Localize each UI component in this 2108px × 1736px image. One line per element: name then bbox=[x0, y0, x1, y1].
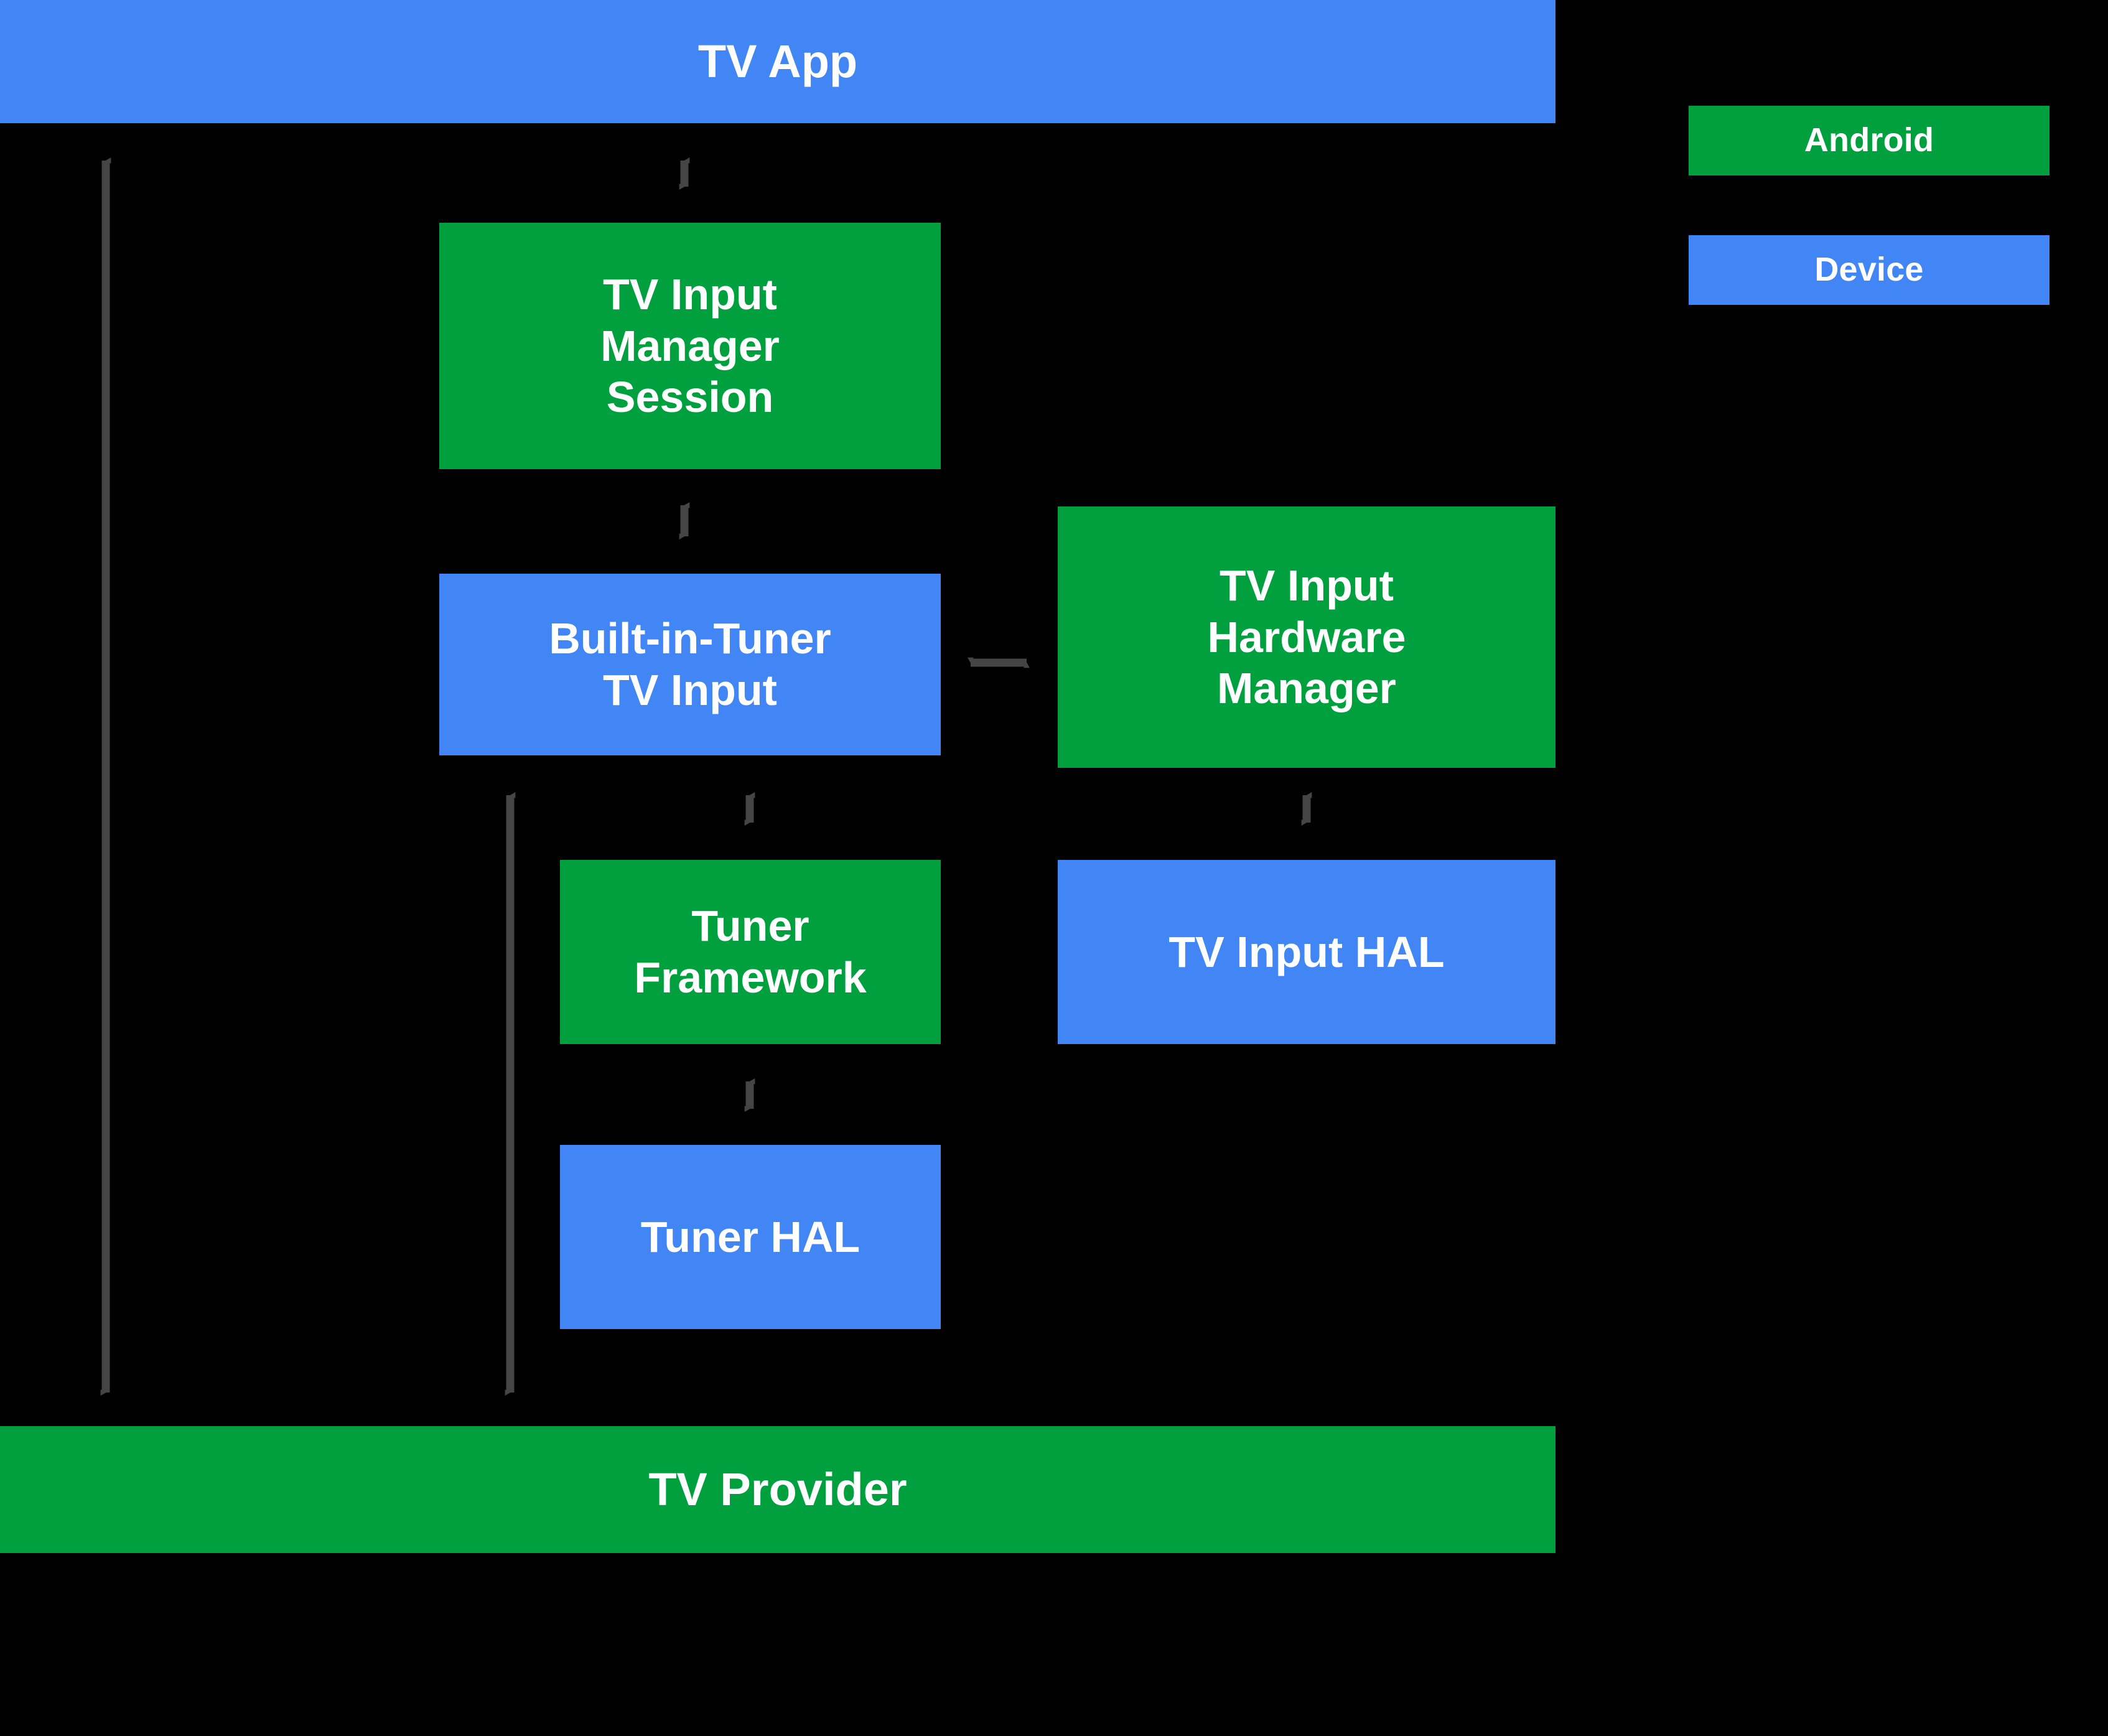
node-tuner-framework[interactable]: Tuner Framework bbox=[560, 860, 941, 1044]
node-tv-input-hal-label: TV Input HAL bbox=[1168, 927, 1445, 976]
node-tuner-framework-label: Tuner Framework bbox=[634, 902, 867, 1002]
node-tv-provider[interactable]: TV Provider bbox=[0, 1426, 1555, 1553]
node-tv-input-manager-session[interactable]: TV Input Manager Session bbox=[439, 223, 941, 469]
node-tv-input-hardware-manager[interactable]: TV Input Hardware Manager bbox=[1058, 506, 1555, 768]
node-builtin-tuner-tv-input[interactable]: Built-in-Tuner TV Input bbox=[439, 574, 941, 755]
node-tuner-hal-label: Tuner HAL bbox=[640, 1212, 860, 1261]
node-tv-provider-label: TV Provider bbox=[648, 1463, 907, 1516]
legend-item-android-label: Android bbox=[1804, 121, 1934, 159]
node-tv-app[interactable]: TV App bbox=[0, 0, 1555, 123]
node-tuner-hal[interactable]: Tuner HAL bbox=[560, 1145, 941, 1329]
legend-item-android[interactable]: Android bbox=[1689, 106, 2050, 175]
node-tv-input-hal[interactable]: TV Input HAL bbox=[1058, 860, 1555, 1044]
node-builtin-tuner-tv-input-label: Built-in-Tuner TV Input bbox=[549, 614, 831, 714]
node-tv-app-label: TV App bbox=[697, 35, 858, 88]
legend-item-device-label: Device bbox=[1814, 251, 1924, 289]
legend-item-device[interactable]: Device bbox=[1689, 235, 2050, 305]
node-tv-input-hardware-manager-label: TV Input Hardware Manager bbox=[1207, 561, 1406, 713]
node-tv-input-manager-session-label: TV Input Manager Session bbox=[600, 270, 780, 422]
